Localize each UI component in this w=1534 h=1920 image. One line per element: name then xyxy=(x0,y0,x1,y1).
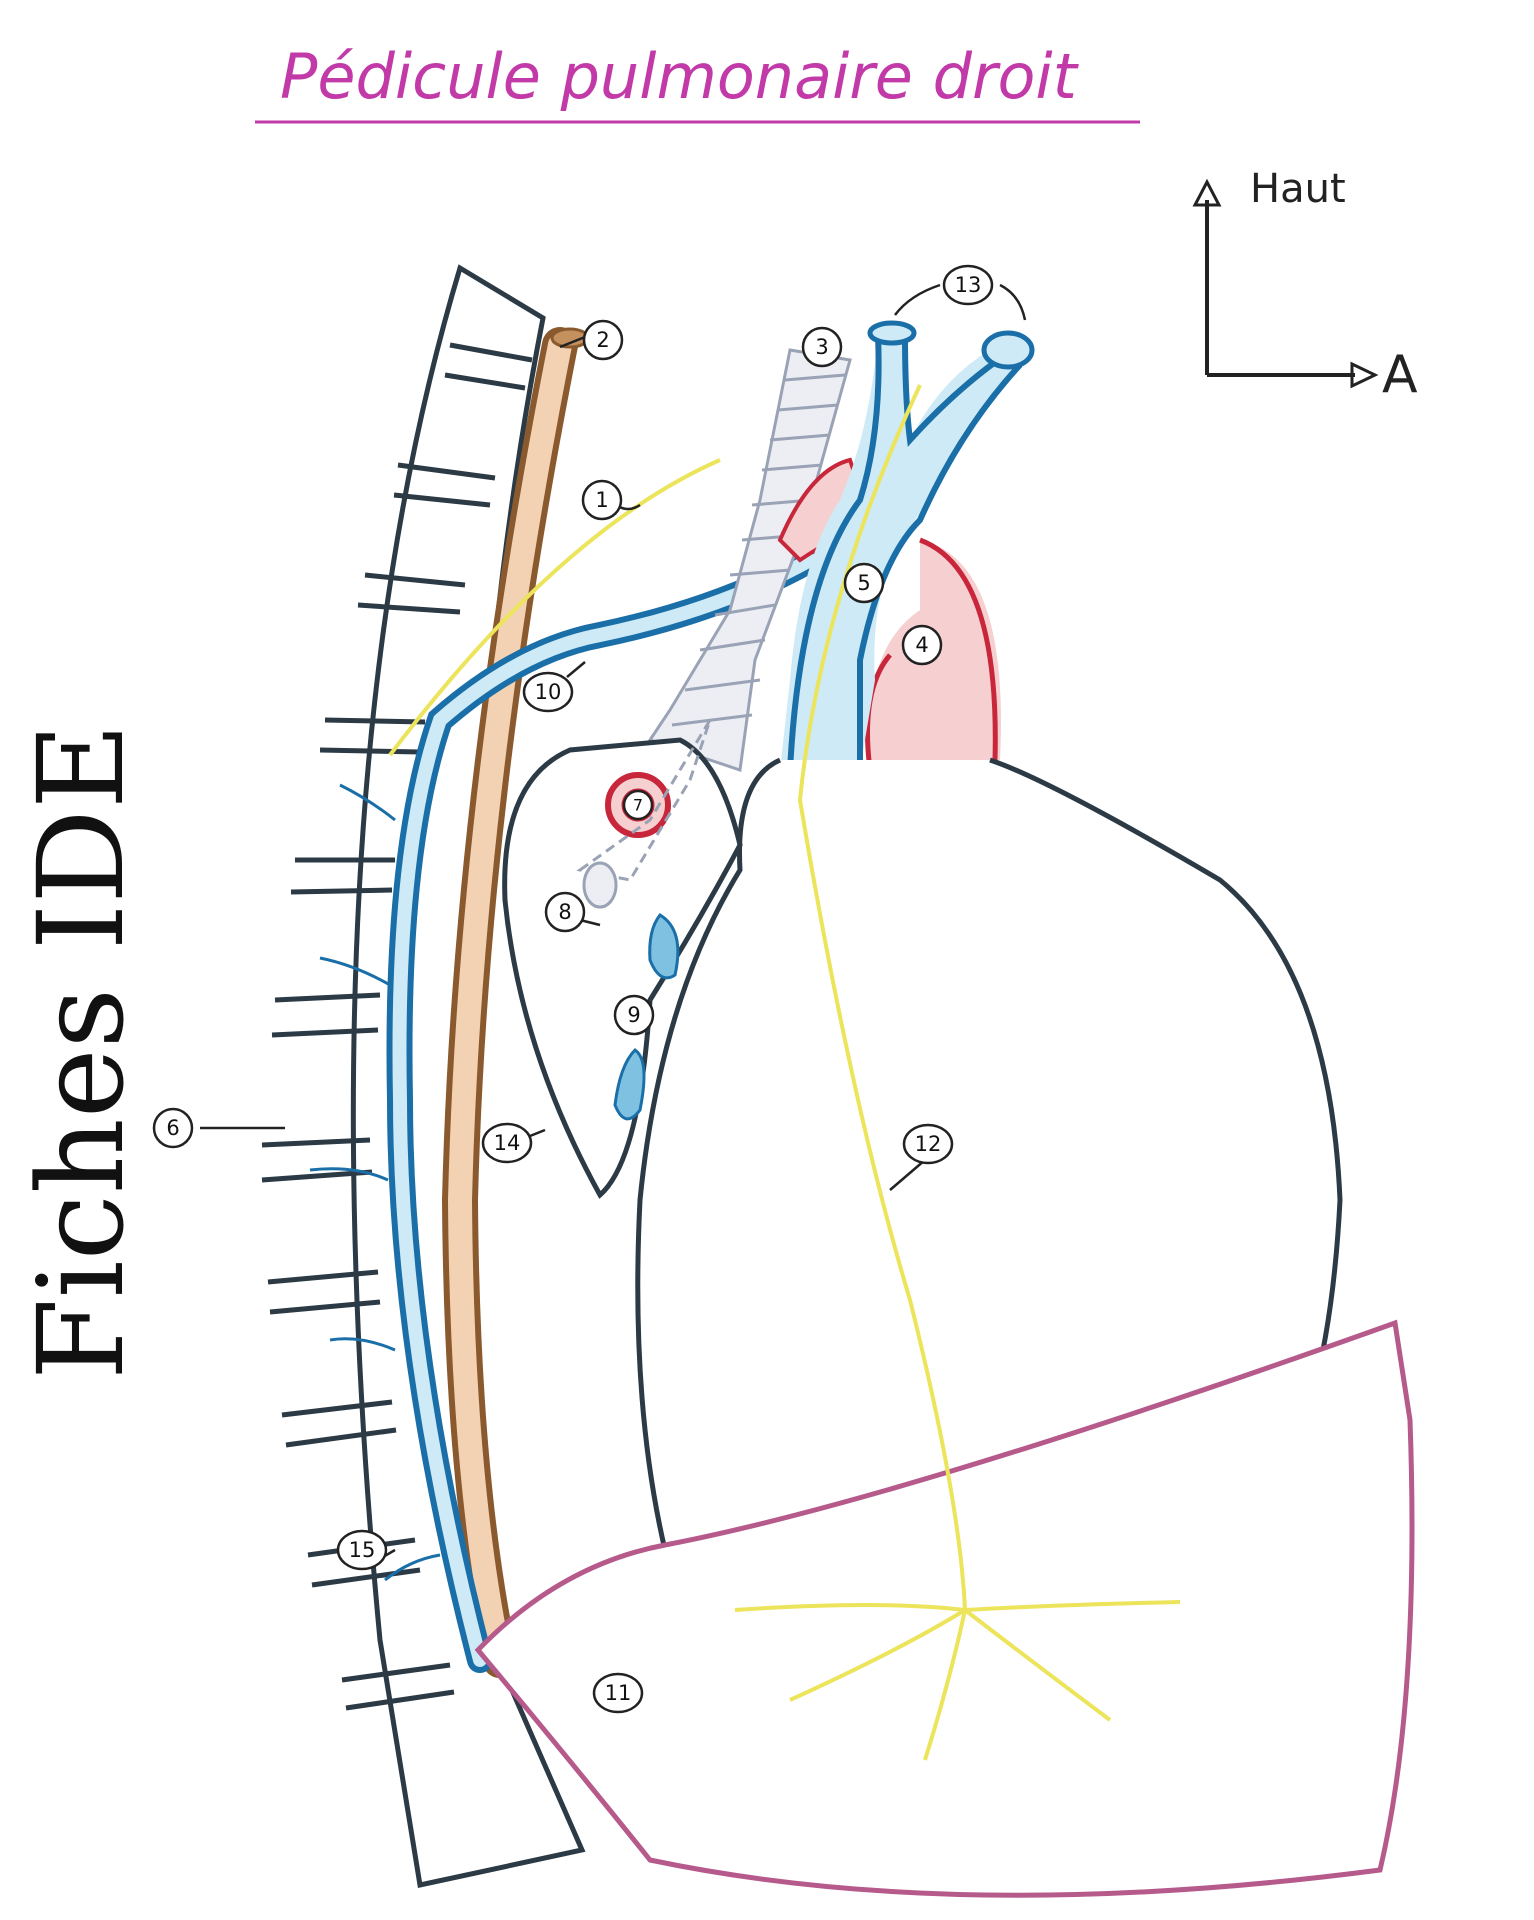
arrow-right-icon xyxy=(1350,361,1379,389)
number-label-text: 13 xyxy=(955,273,982,297)
number-label-6: 6 xyxy=(152,1107,194,1149)
number-label-13: 13 xyxy=(942,264,994,306)
number-label-text: 8 xyxy=(558,900,571,924)
number-label-9: 9 xyxy=(613,994,655,1036)
number-label-11: 11 xyxy=(592,1672,644,1714)
number-label-text: 7 xyxy=(633,796,643,815)
number-label-1: 1 xyxy=(581,479,623,521)
number-label-text: 6 xyxy=(166,1116,179,1140)
number-label-text: 3 xyxy=(815,335,828,359)
esophagus xyxy=(441,327,590,1678)
number-label-text: 9 xyxy=(627,1003,640,1027)
nerves xyxy=(388,384,1181,1761)
arrow-up-icon xyxy=(1192,178,1222,207)
superior-vena-cava xyxy=(780,320,1035,771)
number-label-text: 14 xyxy=(494,1131,521,1155)
diagram-title: Pédicule pulmonaire droit xyxy=(280,40,1080,113)
number-label-text: 15 xyxy=(349,1538,376,1562)
number-label-text: 5 xyxy=(857,571,870,595)
number-label-3: 3 xyxy=(801,326,843,368)
number-label-14: 14 xyxy=(481,1122,533,1164)
number-label-15: 15 xyxy=(336,1529,388,1571)
orientation-anterior-label: A xyxy=(1382,345,1418,405)
watermark-text: Fiches IDE xyxy=(12,723,150,1380)
number-label-8: 8 xyxy=(544,891,586,933)
number-label-2: 2 xyxy=(582,319,624,361)
number-label-text: 11 xyxy=(605,1681,632,1705)
number-label-text: 1 xyxy=(595,488,608,512)
orientation-up-label: Haut xyxy=(1250,166,1346,212)
number-label-4: 4 xyxy=(901,624,943,666)
azygos-vein xyxy=(309,547,823,1673)
number-label-text: 2 xyxy=(596,328,609,352)
number-label-text: 12 xyxy=(915,1132,942,1156)
number-label-12: 12 xyxy=(902,1123,954,1165)
number-label-5: 5 xyxy=(843,562,885,604)
number-label-10: 10 xyxy=(522,671,574,713)
number-label-7: 7 xyxy=(622,789,654,821)
orientation-indicator: Haut A xyxy=(1192,166,1418,405)
number-label-text: 10 xyxy=(535,680,562,704)
label-arrows xyxy=(200,283,1027,1562)
number-label-text: 4 xyxy=(915,633,928,657)
